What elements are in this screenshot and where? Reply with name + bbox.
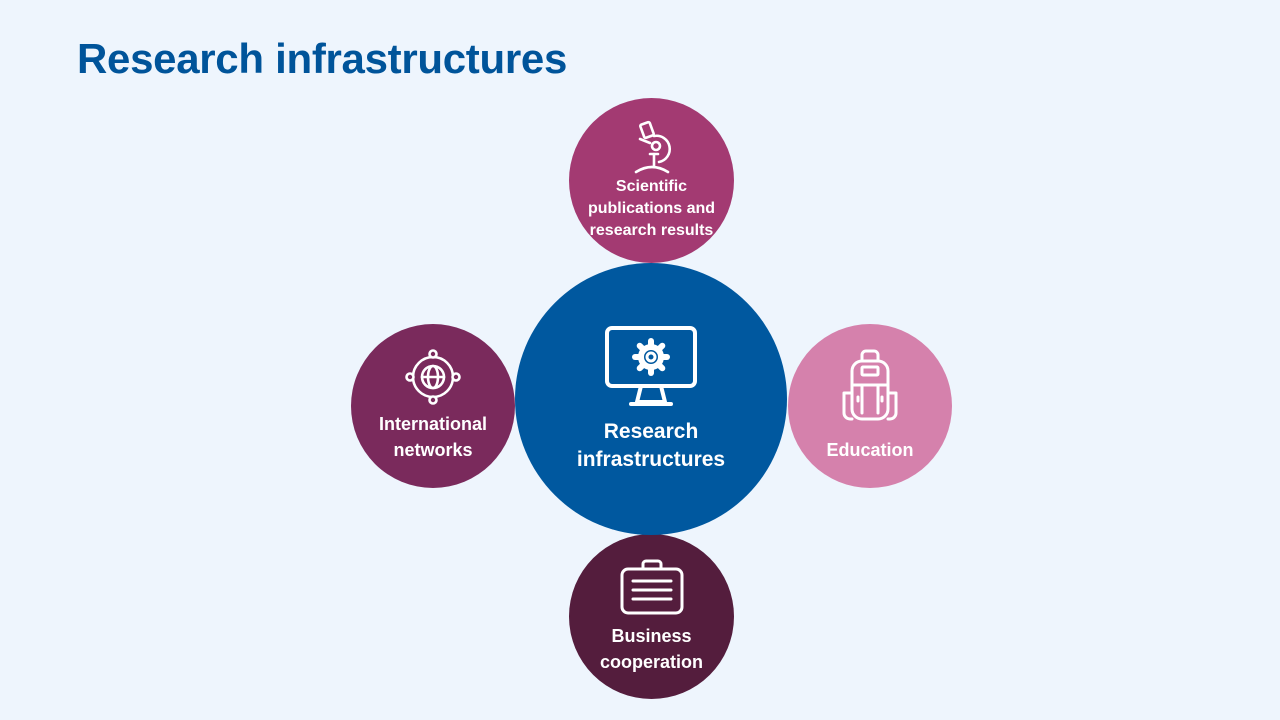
node-education: Education xyxy=(788,324,952,488)
slide-title: Research infrastructures xyxy=(77,35,568,82)
node-scientific-publications: Scientific publications and research res… xyxy=(569,98,734,263)
node-label: International networks xyxy=(378,414,487,460)
globe-network-icon xyxy=(405,349,461,405)
node-label: Business cooperation xyxy=(599,625,703,672)
microscope-icon xyxy=(634,120,671,173)
node-international-networks: International networks xyxy=(351,324,515,488)
backpack-icon xyxy=(842,349,898,421)
node-research-infrastructures: Research infrastructures xyxy=(515,263,787,535)
node-label: Education xyxy=(826,440,914,460)
node-label: Scientific publications and research res… xyxy=(587,177,716,239)
monitor-gear-icon xyxy=(605,326,697,406)
node-label: Research infrastructures xyxy=(576,420,726,471)
node-business-cooperation: Business cooperation xyxy=(569,534,734,699)
briefcase-icon xyxy=(620,559,683,614)
